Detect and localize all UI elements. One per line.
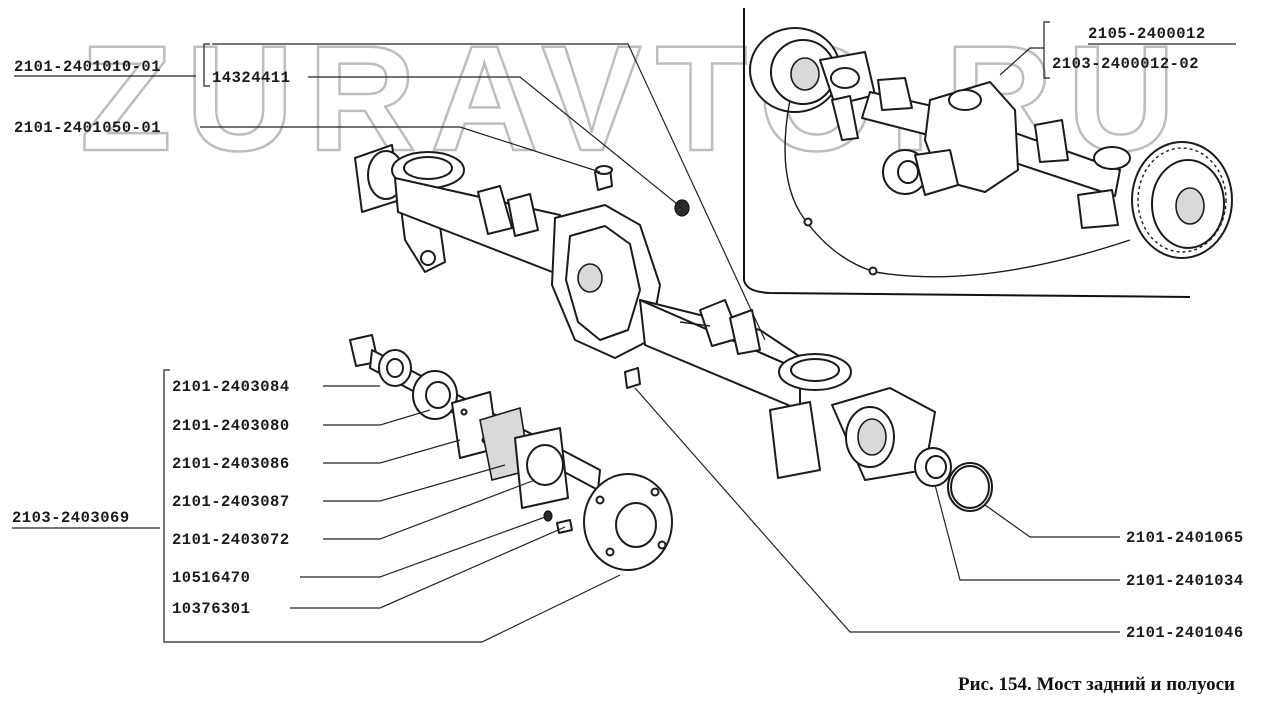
label-shaft: 2101-2403084 [172, 378, 290, 396]
label-bearing-ring: 2101-2403072 [172, 531, 290, 549]
label-o-ring: 2101-2401065 [1126, 529, 1244, 547]
bolt-part [556, 519, 573, 534]
figure-caption: Рис. 154. Мост задний и полуоси [958, 674, 1235, 695]
label-axle-variant-a: 2105-2400012 [1088, 25, 1206, 43]
drain-plug-part [624, 367, 641, 389]
label-bearing: 2101-2403080 [172, 417, 290, 435]
label-axle-assembly: 2101-2401010-01 [14, 58, 161, 76]
label-plug: 14324411 [212, 69, 290, 87]
loose-parts [594, 165, 993, 512]
inset-frame [743, 8, 1191, 298]
inset-axle-assembly [749, 27, 1233, 278]
label-oil-seal: 2101-2401034 [1126, 572, 1244, 590]
label-breather: 2101-2401050-01 [14, 119, 161, 137]
label-drain-plug: 2101-2401046 [1126, 624, 1244, 642]
label-shaft-assembly: 2103-2403069 [12, 509, 130, 527]
label-axle-variant-b: 2103-2400012-02 [1052, 55, 1199, 73]
axle-housing [354, 144, 936, 481]
label-retaining-plate: 2101-2403086 [172, 455, 290, 473]
label-oil-deflector: 2101-2403087 [172, 493, 290, 511]
leader-lines [163, 21, 1120, 643]
label-bolt: 10376301 [172, 600, 250, 618]
half-shaft-assembly [349, 334, 673, 571]
label-washer: 10516470 [172, 569, 250, 587]
